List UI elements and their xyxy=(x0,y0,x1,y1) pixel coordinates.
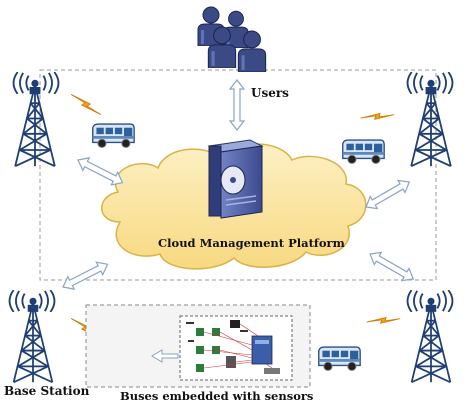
users-label: Users xyxy=(251,86,289,100)
sensor-to-bus-arrow xyxy=(151,349,179,363)
users-cloud-arrow xyxy=(229,79,245,131)
sensor-schematic xyxy=(179,315,293,381)
base-station-tower-icon xyxy=(12,72,60,168)
lightning-icon xyxy=(360,99,395,134)
bus-icon xyxy=(342,139,385,165)
base-station-tower-icon xyxy=(8,290,56,384)
sensor-buses-label: Buses embedded with sensors xyxy=(120,389,314,403)
bus-cloud-arrow xyxy=(74,153,127,190)
cloud-platform-label: Cloud Management Platform xyxy=(158,236,345,250)
lightning-icon xyxy=(366,303,401,338)
bus-icon xyxy=(318,346,361,372)
server-icon xyxy=(207,139,264,219)
bus-cloud-arrow xyxy=(361,175,414,214)
base-station-label: Base Station xyxy=(4,384,90,398)
bus-cloud-arrow xyxy=(365,247,418,286)
users-group-icon xyxy=(197,6,267,72)
bus-cloud-arrow xyxy=(59,257,112,294)
base-station-tower-icon xyxy=(406,290,454,384)
base-station-tower-icon xyxy=(406,72,454,168)
lightning-icon xyxy=(70,93,102,116)
bus-icon xyxy=(92,123,135,149)
